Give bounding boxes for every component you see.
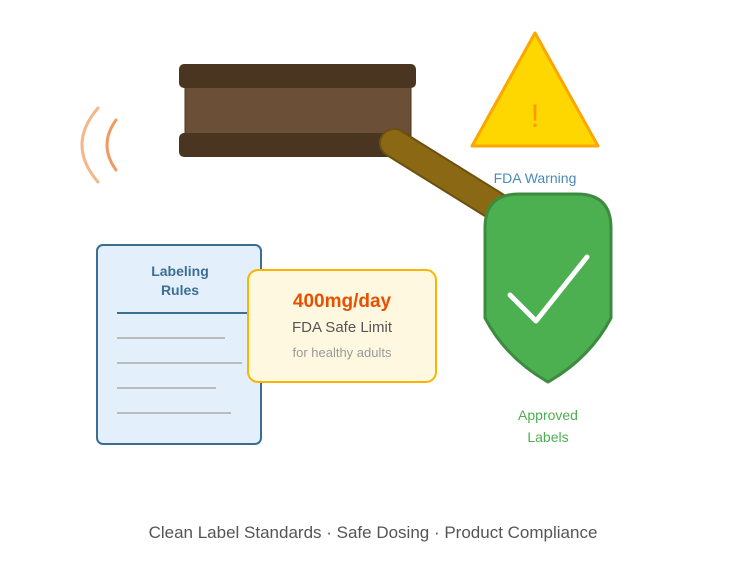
safe-limit-card: 400mg/day FDA Safe Limit for healthy adu… [247, 269, 437, 383]
shield-label-line1: Approved [518, 407, 578, 423]
limit-label: FDA Safe Limit [292, 319, 393, 336]
shield-check-icon [483, 192, 613, 384]
warning-triangle-icon: ! [470, 31, 600, 148]
limit-value: 400mg/day [293, 291, 392, 312]
impact-arcs-icon [80, 106, 118, 184]
limit-note: for healthy adults [292, 345, 392, 360]
footer-caption: Clean Label Standards · Safe Dosing · Pr… [149, 523, 598, 542]
shield-label-line2: Labels [527, 429, 568, 445]
gavel-icon [179, 64, 520, 227]
warning-label: FDA Warning [494, 170, 577, 186]
labeling-rules-document: Labeling Rules [96, 244, 262, 445]
warning-symbol: ! [531, 98, 540, 134]
document-title-line2: Rules [161, 282, 199, 298]
document-title-line1: Labeling [151, 263, 209, 279]
